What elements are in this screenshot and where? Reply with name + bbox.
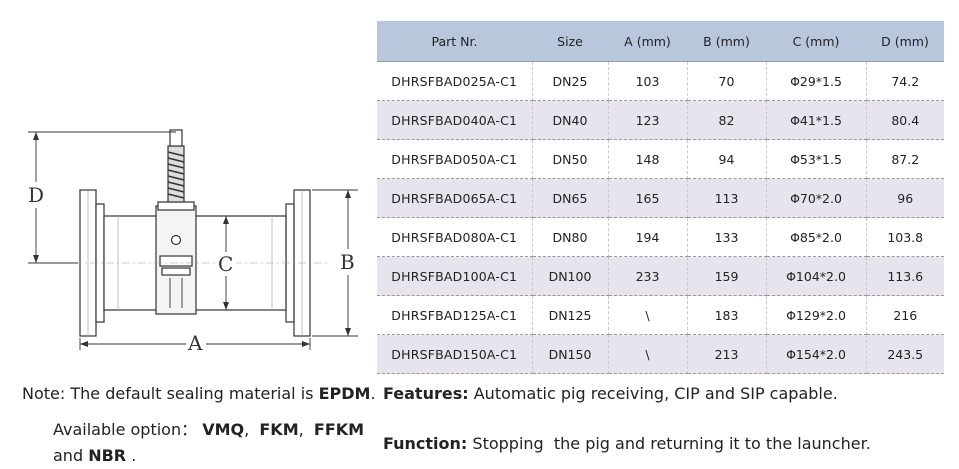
- table-cell: 70: [687, 61, 767, 101]
- dim-label-b: B: [340, 250, 355, 274]
- table-cell: DN25: [532, 61, 609, 101]
- table-cell: 113.6: [866, 256, 944, 296]
- features-label: Features:: [383, 384, 469, 403]
- table-cell: DHRSFBAD100A-C1: [377, 256, 533, 296]
- table-cell: DN125: [532, 295, 609, 335]
- table-cell: 194: [608, 217, 688, 257]
- table-cell: 216: [866, 295, 944, 335]
- table-cell: DHRSFBAD025A-C1: [377, 61, 533, 101]
- dim-label-c: C: [218, 252, 233, 276]
- table-cell: 243.5: [866, 334, 944, 374]
- function-label: Function:: [383, 434, 468, 453]
- table-cell: Φ85*2.0: [766, 217, 867, 257]
- table-cell: 159: [687, 256, 767, 296]
- material-epdm: EPDM: [318, 384, 371, 403]
- table-cell: 103: [608, 61, 688, 101]
- table-cell: DHRSFBAD150A-C1: [377, 334, 533, 374]
- table-cell: Φ41*1.5: [766, 100, 867, 140]
- table-cell: 96: [866, 178, 944, 218]
- table-cell: DN40: [532, 100, 609, 140]
- table-cell: 80.4: [866, 100, 944, 140]
- dim-label-d: D: [28, 183, 44, 207]
- table-cell: Φ154*2.0: [766, 334, 867, 374]
- header-a: A (mm): [608, 21, 687, 62]
- dim-label-a: A: [187, 331, 203, 355]
- dimension-drawing: D C B A: [26, 129, 360, 356]
- table-cell: DHRSFBAD125A-C1: [377, 295, 533, 335]
- table-cell: 113: [687, 178, 767, 218]
- option-ffkm: FFKM: [313, 420, 365, 439]
- table-cell: 233: [608, 256, 688, 296]
- table-cell: \: [608, 334, 688, 374]
- option-vmq: VMQ: [202, 420, 245, 439]
- header-part-nr: Part Nr.: [377, 21, 532, 62]
- table-cell: Φ70*2.0: [766, 178, 867, 218]
- table-cell: 133: [687, 217, 767, 257]
- features-note: Features: Automatic pig receiving, CIP a…: [383, 384, 838, 403]
- function-note: Function: Stopping the pig and returning…: [383, 434, 871, 453]
- table-cell: DN150: [532, 334, 609, 374]
- table-cell: DHRSFBAD065A-C1: [377, 178, 533, 218]
- table-cell: Φ29*1.5: [766, 61, 867, 101]
- header-c: C (mm): [766, 21, 866, 62]
- header-size: Size: [532, 21, 608, 62]
- table-cell: 74.2: [866, 61, 944, 101]
- sealing-note: Note: The default sealing material is EP…: [22, 384, 376, 403]
- table-cell: DHRSFBAD080A-C1: [377, 217, 533, 257]
- table-cell: Φ53*1.5: [766, 139, 867, 179]
- table-cell: 165: [608, 178, 688, 218]
- table-header-row: Part Nr. Size A (mm) B (mm) C (mm) D (mm…: [377, 21, 944, 62]
- function-text: Stopping the pig and returning it to the…: [472, 434, 871, 453]
- option-nbr: NBR: [88, 446, 127, 465]
- table-cell: 183: [687, 295, 767, 335]
- features-text: Automatic pig receiving, CIP and SIP cap…: [473, 384, 838, 403]
- table-cell: \: [608, 295, 688, 335]
- spec-table: Part Nr. Size A (mm) B (mm) C (mm) D (mm…: [377, 21, 944, 374]
- options-note: Available option： VMQ, FKM, FFKM: [53, 420, 365, 439]
- table-cell: 148: [608, 139, 688, 179]
- table-cell: DHRSFBAD050A-C1: [377, 139, 533, 179]
- table-cell: Φ104*2.0: [766, 256, 867, 296]
- table-cell: 87.2: [866, 139, 944, 179]
- table-cell: 213: [687, 334, 767, 374]
- option-fkm: FKM: [259, 420, 299, 439]
- table-cell: DN80: [532, 217, 609, 257]
- table-cell: DN100: [532, 256, 609, 296]
- table-cell: Φ129*2.0: [766, 295, 867, 335]
- table-cell: DN50: [532, 139, 609, 179]
- table-cell: 123: [608, 100, 688, 140]
- table-cell: 82: [687, 100, 767, 140]
- table-cell: 103.8: [866, 217, 944, 257]
- table-cell: DHRSFBAD040A-C1: [377, 100, 533, 140]
- header-b: B (mm): [687, 21, 766, 62]
- options-note-cont: and NBR .: [53, 446, 137, 465]
- table-cell: DN65: [532, 178, 609, 218]
- header-d: D (mm): [866, 21, 944, 62]
- table-cell: 94: [687, 139, 767, 179]
